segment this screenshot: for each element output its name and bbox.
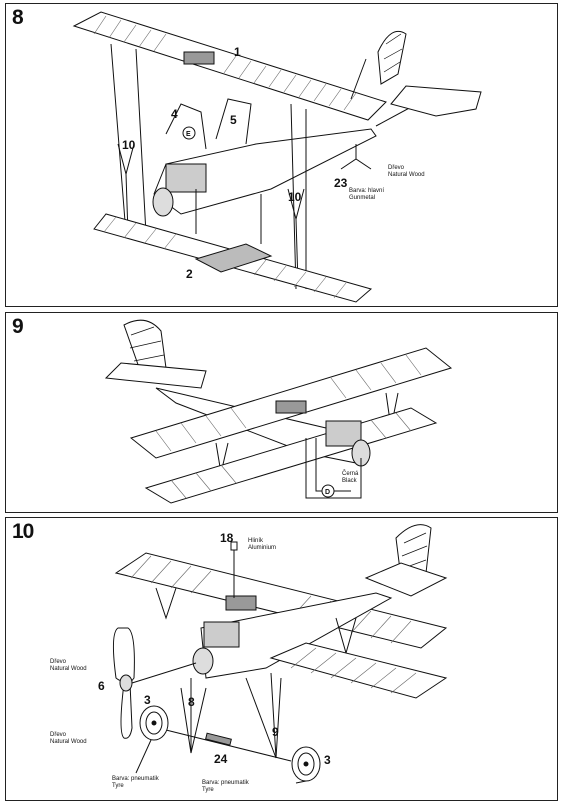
note-black-en: Black bbox=[342, 478, 358, 484]
callout-6: 6 bbox=[98, 679, 105, 693]
wheel-left bbox=[139, 705, 169, 741]
callout-23: 23 bbox=[334, 176, 348, 190]
note-wood-1-en: Natural Wood bbox=[50, 666, 87, 672]
step-number: 9 bbox=[12, 315, 24, 338]
note-wood-2-cz: Dřevo bbox=[50, 732, 67, 738]
upper-wing-ribs bbox=[155, 354, 422, 452]
note-wood-cz: Dřevo bbox=[388, 165, 405, 171]
engine-block bbox=[203, 621, 240, 648]
engine-block bbox=[325, 420, 362, 447]
lower-center-section bbox=[194, 243, 273, 273]
lower-wing-ribs bbox=[290, 647, 417, 694]
callout-3-right: 3 bbox=[324, 753, 331, 767]
note-tyre-1-cz: Barva: pneumatik bbox=[112, 776, 160, 782]
step-8-panel: 8 bbox=[5, 3, 558, 307]
note-black-cz: Černá bbox=[342, 470, 359, 477]
callout-3-left: 3 bbox=[144, 693, 151, 707]
circled-label-d: D bbox=[325, 489, 330, 496]
lower-wing bbox=[269, 642, 448, 699]
propeller-hub bbox=[119, 674, 133, 692]
note-gunmetal-cz: Barva: hlavní bbox=[349, 188, 384, 194]
step-10-illustration: 18 6 3 8 9 24 3 Hliník Aluminium Dřevo N… bbox=[50, 524, 448, 793]
wheel-right bbox=[291, 746, 321, 782]
tailplane bbox=[364, 562, 448, 597]
note-gunmetal-en: Gunmetal bbox=[349, 195, 375, 201]
axle-24 bbox=[165, 729, 292, 762]
exhaust-pipe bbox=[305, 438, 362, 499]
note-aluminium-cz: Hliník bbox=[248, 538, 264, 544]
callout-10-right: 10 bbox=[288, 190, 302, 204]
nose-cowling bbox=[192, 647, 214, 675]
wing-fuel-tank bbox=[225, 595, 257, 611]
step-9-illustration: D Černá Black bbox=[104, 319, 453, 504]
note-wood-1-cz: Dřevo bbox=[50, 659, 67, 665]
rudder bbox=[377, 30, 407, 85]
callout-9: 9 bbox=[272, 725, 279, 739]
propeller bbox=[112, 627, 135, 739]
lower-wing bbox=[144, 407, 438, 504]
note-tyre-2-cz: Barva: pneumatik bbox=[202, 780, 250, 786]
callout-24: 24 bbox=[214, 752, 228, 766]
wing-fuel-tank bbox=[183, 51, 215, 65]
upper-wing bbox=[72, 11, 387, 121]
cabane-strut-4 bbox=[165, 103, 207, 150]
note-tyre-2-en: Tyre bbox=[202, 787, 214, 793]
note-wood-en: Natural Wood bbox=[388, 172, 425, 178]
cabane-strut-5 bbox=[215, 98, 252, 145]
circled-label-e: E bbox=[186, 131, 191, 138]
callout-1: 1 bbox=[234, 45, 241, 59]
interplane-strut-left bbox=[155, 587, 177, 620]
callout-2: 2 bbox=[186, 267, 193, 281]
callout-5: 5 bbox=[230, 113, 237, 127]
step-8-illustration: 1 2 4 5 10 10 23 E Dřevo Natural Wood Ba… bbox=[72, 11, 482, 303]
callout-8: 8 bbox=[188, 695, 195, 709]
note-tyre-1-en: Tyre bbox=[112, 783, 124, 789]
note-aluminium-en: Aluminium bbox=[248, 545, 276, 551]
callout-10-left: 10 bbox=[122, 138, 136, 152]
circled-marker-e bbox=[182, 126, 196, 140]
note-wood-2-en: Natural Wood bbox=[50, 739, 87, 745]
wing-fuel-tank bbox=[275, 400, 307, 414]
upper-wing-ribs bbox=[93, 15, 357, 111]
callout-18: 18 bbox=[220, 531, 234, 545]
tailplane bbox=[104, 362, 207, 389]
step-number: 8 bbox=[12, 6, 24, 29]
callout-4: 4 bbox=[171, 107, 178, 121]
engine-block bbox=[165, 163, 207, 193]
circled-marker-d bbox=[321, 484, 335, 498]
nose-cowling bbox=[152, 187, 174, 217]
lower-wing-ribs bbox=[170, 412, 412, 499]
tail-skid-23 bbox=[340, 144, 372, 170]
step-9-panel: 9 bbox=[5, 312, 558, 513]
tailplane bbox=[390, 85, 482, 117]
step-10-panel: 10 bbox=[5, 517, 558, 801]
step-number: 10 bbox=[12, 520, 34, 543]
axle-fairing bbox=[205, 732, 232, 746]
lower-wing-ribs bbox=[103, 216, 347, 299]
